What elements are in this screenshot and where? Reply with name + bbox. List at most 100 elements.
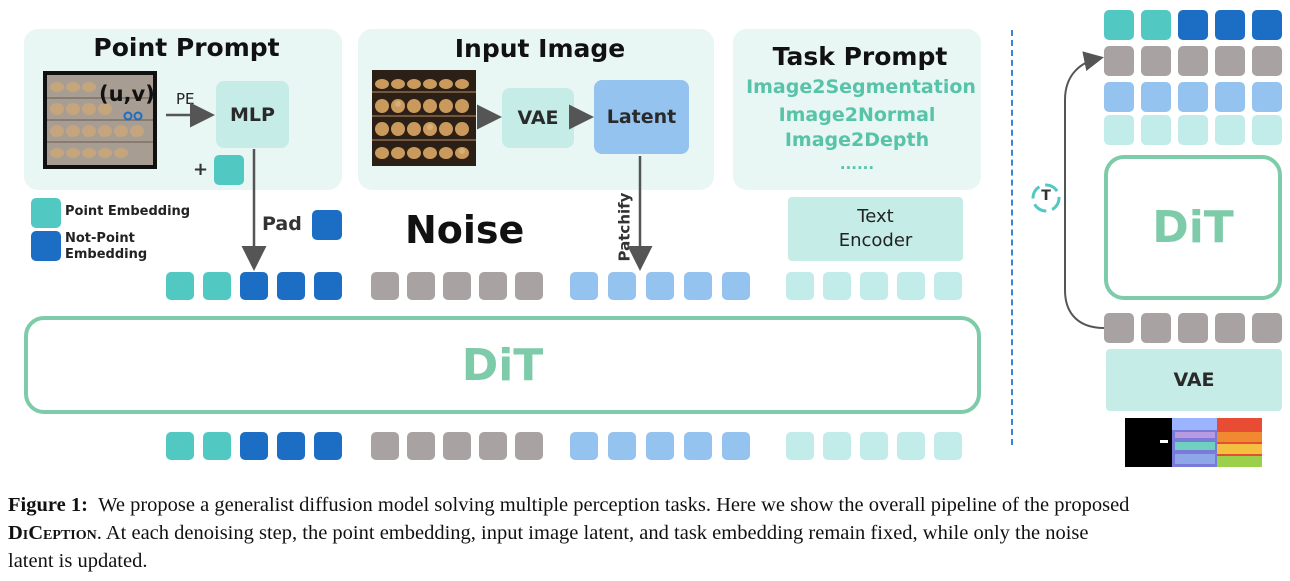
top-latent-token	[608, 272, 636, 300]
task-depth: Image2Depth	[784, 129, 930, 151]
side-text-token	[1252, 115, 1282, 145]
mlp-box: MLP	[216, 81, 289, 148]
side-bottom-noise-token	[1252, 313, 1282, 343]
top-noise-token	[371, 272, 399, 300]
bottom-token	[314, 432, 342, 460]
side-noise-token	[1141, 46, 1171, 76]
caption-text-2: . At each denoising step, the point embe…	[96, 522, 1089, 544]
side-output-token	[1141, 10, 1171, 40]
pad-token	[312, 210, 342, 240]
side-latent-token	[1178, 82, 1208, 112]
top-text-token	[860, 272, 888, 300]
legend-not-point-swatch	[31, 231, 61, 261]
method-name: DiCeption	[8, 522, 97, 544]
bottom-text-token	[897, 432, 925, 460]
dit-main-block: DiT	[24, 316, 981, 414]
legend-point-swatch	[31, 198, 61, 228]
bottom-token	[240, 432, 268, 460]
text-encoder-box: Text Encoder	[788, 197, 963, 261]
plus-sign: +	[193, 159, 209, 180]
coordinate-label: (u,v)	[99, 82, 155, 106]
side-bottom-noise-token	[1141, 313, 1171, 343]
bottom-text-token	[860, 432, 888, 460]
arrows-layer	[166, 102, 653, 271]
side-output-token	[1104, 10, 1134, 40]
figure-label: Figure 1:	[8, 494, 88, 516]
side-output-token	[1215, 10, 1245, 40]
bottom-noise-token	[407, 432, 435, 460]
top-noise-token	[443, 272, 471, 300]
bottom-noise-token	[479, 432, 507, 460]
bottom-text-token	[823, 432, 851, 460]
latent-box: Latent	[594, 80, 689, 154]
top-latent-token	[684, 272, 712, 300]
bottom-noise-token	[371, 432, 399, 460]
side-text-token	[1215, 115, 1245, 145]
vae-side-box: VAE	[1106, 349, 1282, 411]
side-bottom-noise-token	[1104, 313, 1134, 343]
point-prompt-image	[43, 71, 157, 169]
legend-point-label: Point Embedding	[65, 204, 191, 219]
bottom-text-token	[786, 432, 814, 460]
top-token	[277, 272, 305, 300]
caption-text-3: latent is updated.	[8, 550, 148, 572]
top-text-token	[786, 272, 814, 300]
bottom-latent-token	[570, 432, 598, 460]
side-latent-token	[1104, 82, 1134, 112]
output-previews	[1125, 418, 1262, 467]
side-latent-token	[1141, 82, 1171, 112]
side-latent-token	[1252, 82, 1282, 112]
input-image-thumbnail	[372, 70, 476, 166]
top-text-token	[897, 272, 925, 300]
bottom-noise-token	[515, 432, 543, 460]
side-noise-token	[1215, 46, 1245, 76]
side-noise-token	[1252, 46, 1282, 76]
point-embedding-token	[214, 155, 244, 185]
task-normal: Image2Normal	[778, 104, 936, 126]
side-noise-token	[1104, 46, 1134, 76]
task-segmentation: Image2Segmentation	[746, 76, 976, 98]
side-text-token	[1104, 115, 1134, 145]
side-latent-token	[1215, 82, 1245, 112]
section-divider	[1011, 30, 1013, 445]
side-output-token	[1178, 10, 1208, 40]
dit-side-block: DiT	[1104, 155, 1282, 300]
side-output-token	[1252, 10, 1282, 40]
task-prompt-panel	[733, 29, 981, 190]
task-prompt-title: Task Prompt	[772, 42, 948, 71]
caption-text-1: We propose a generalist diffusion model …	[98, 494, 1130, 516]
task-ellipsis: ......	[839, 155, 875, 173]
top-noise-token	[407, 272, 435, 300]
top-token	[203, 272, 231, 300]
bottom-text-token	[934, 432, 962, 460]
caption-line-2: DiCeption. At each denoising step, the p…	[8, 520, 1290, 547]
input-image-title: Input Image	[454, 34, 626, 63]
top-token	[314, 272, 342, 300]
loop-arrow	[1031, 51, 1105, 329]
legend-not-point-label: Not-Point Embedding	[65, 231, 148, 262]
vae-box: VAE	[502, 88, 574, 148]
bottom-token	[166, 432, 194, 460]
timestep-icon: T	[1041, 188, 1051, 204]
top-text-token	[934, 272, 962, 300]
top-latent-token	[722, 272, 750, 300]
side-noise-token	[1178, 46, 1208, 76]
bottom-latent-token	[646, 432, 674, 460]
pe-label: PE	[176, 90, 195, 108]
point-prompt-title: Point Prompt	[93, 33, 280, 62]
caption-line-1: Figure 1: We propose a generalist diffus…	[8, 492, 1290, 519]
bottom-token	[277, 432, 305, 460]
side-bottom-noise-token	[1178, 313, 1208, 343]
top-text-token	[823, 272, 851, 300]
top-noise-token	[515, 272, 543, 300]
top-token	[166, 272, 194, 300]
top-latent-token	[570, 272, 598, 300]
side-bottom-noise-token	[1215, 313, 1245, 343]
top-token	[240, 272, 268, 300]
bottom-latent-token	[608, 432, 636, 460]
side-text-token	[1141, 115, 1171, 145]
bottom-noise-token	[443, 432, 471, 460]
bottom-token	[203, 432, 231, 460]
side-text-token	[1178, 115, 1208, 145]
noise-label: Noise	[405, 208, 525, 252]
